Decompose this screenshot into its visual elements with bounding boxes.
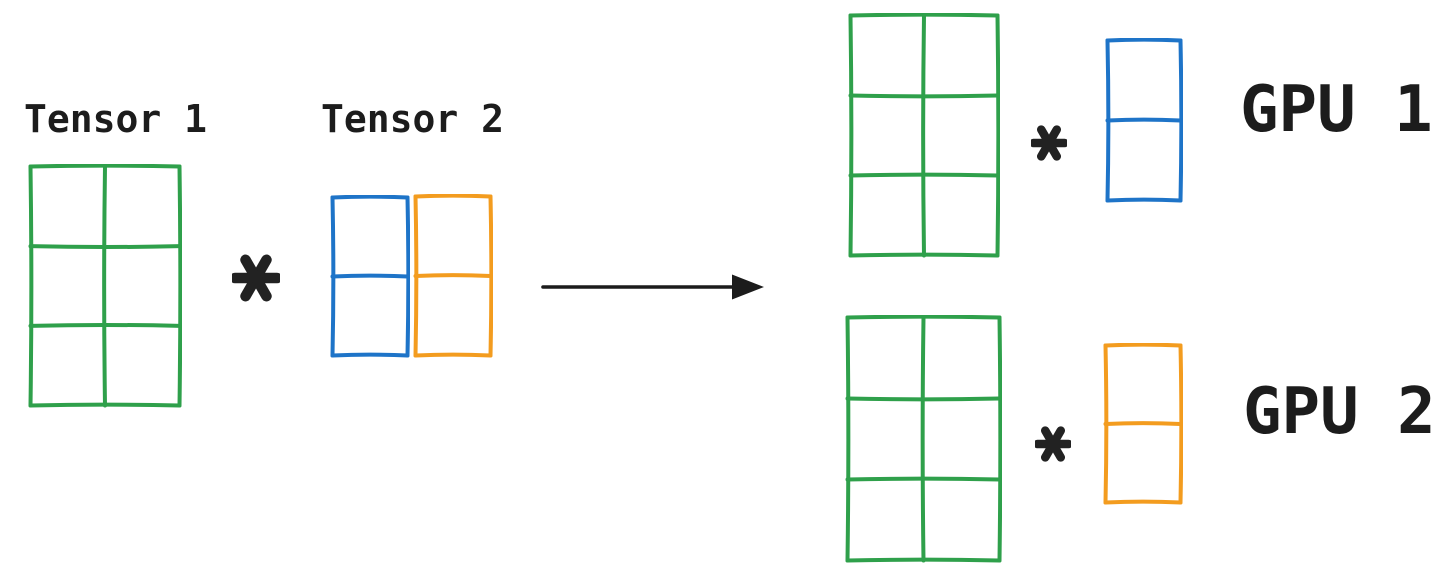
tensor1-matrix [28,163,183,408]
gpu2-multiply-asterisk-icon [1033,426,1073,466]
tensor2-orange-column [413,193,494,358]
gpu1-weight-matrix [848,12,1001,258]
tensor2-blue-column [330,194,411,358]
gpu2-label: GPU 2 [1243,375,1436,449]
gpu1-multiply-asterisk-icon [1029,125,1069,165]
gpu1-blue-shard [1105,37,1184,203]
right-arrow-icon [540,270,766,308]
multiply-asterisk-icon [229,254,283,306]
tensor1-label: Tensor 1 [24,97,208,141]
tensor2-label: Tensor 2 [321,97,505,141]
gpu1-label: GPU 1 [1240,73,1433,147]
gpu2-orange-shard [1103,342,1184,505]
gpu2-weight-matrix [845,314,1003,563]
